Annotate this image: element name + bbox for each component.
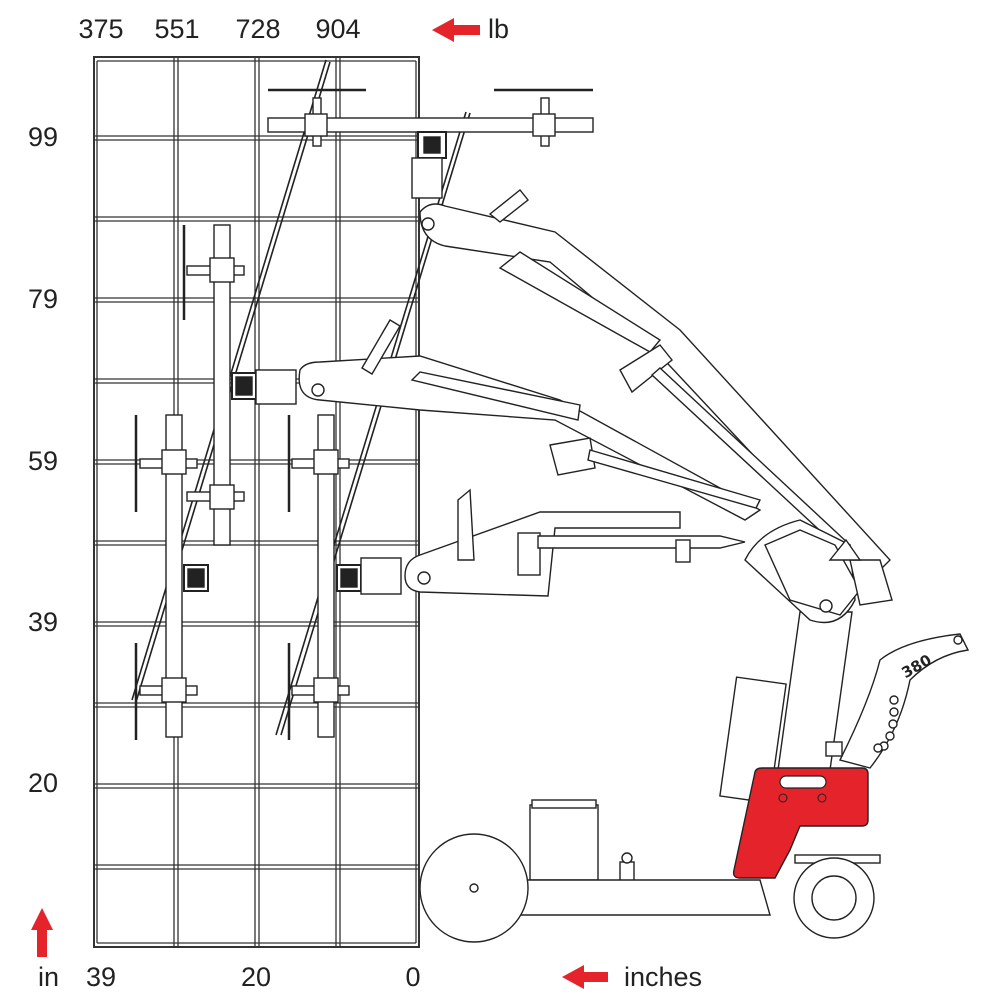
height-tick-79: 79 bbox=[28, 284, 59, 314]
load-tick-728: 728 bbox=[235, 14, 281, 44]
height-tick-99: 99 bbox=[28, 122, 59, 152]
height-unit-label: in bbox=[38, 962, 60, 992]
load-unit-label: lb bbox=[488, 14, 510, 44]
height-tick-59: 59 bbox=[28, 446, 59, 476]
reach-arrow-icon bbox=[562, 965, 608, 989]
lifter-mast bbox=[719, 519, 893, 804]
load-tick-375: 375 bbox=[78, 14, 124, 44]
height-tick-39: 39 bbox=[28, 607, 59, 637]
reach-tick-0: 0 bbox=[405, 962, 421, 992]
reach-tick-20: 20 bbox=[240, 962, 272, 992]
load-tick-551: 551 bbox=[154, 14, 200, 44]
load-arrow-icon bbox=[432, 18, 480, 42]
vacuum-frames bbox=[134, 88, 594, 740]
reach-tick-39: 39 bbox=[85, 962, 117, 992]
counterweight-arc bbox=[825, 633, 970, 769]
load-chart-grid bbox=[93, 56, 420, 948]
load-tick-904: 904 bbox=[315, 14, 361, 44]
lifter-chassis bbox=[419, 799, 881, 943]
height-arrow-icon bbox=[31, 908, 53, 957]
reach-unit-label: inches bbox=[624, 962, 703, 992]
height-tick-20: 20 bbox=[28, 768, 59, 798]
control-housing bbox=[732, 767, 869, 879]
